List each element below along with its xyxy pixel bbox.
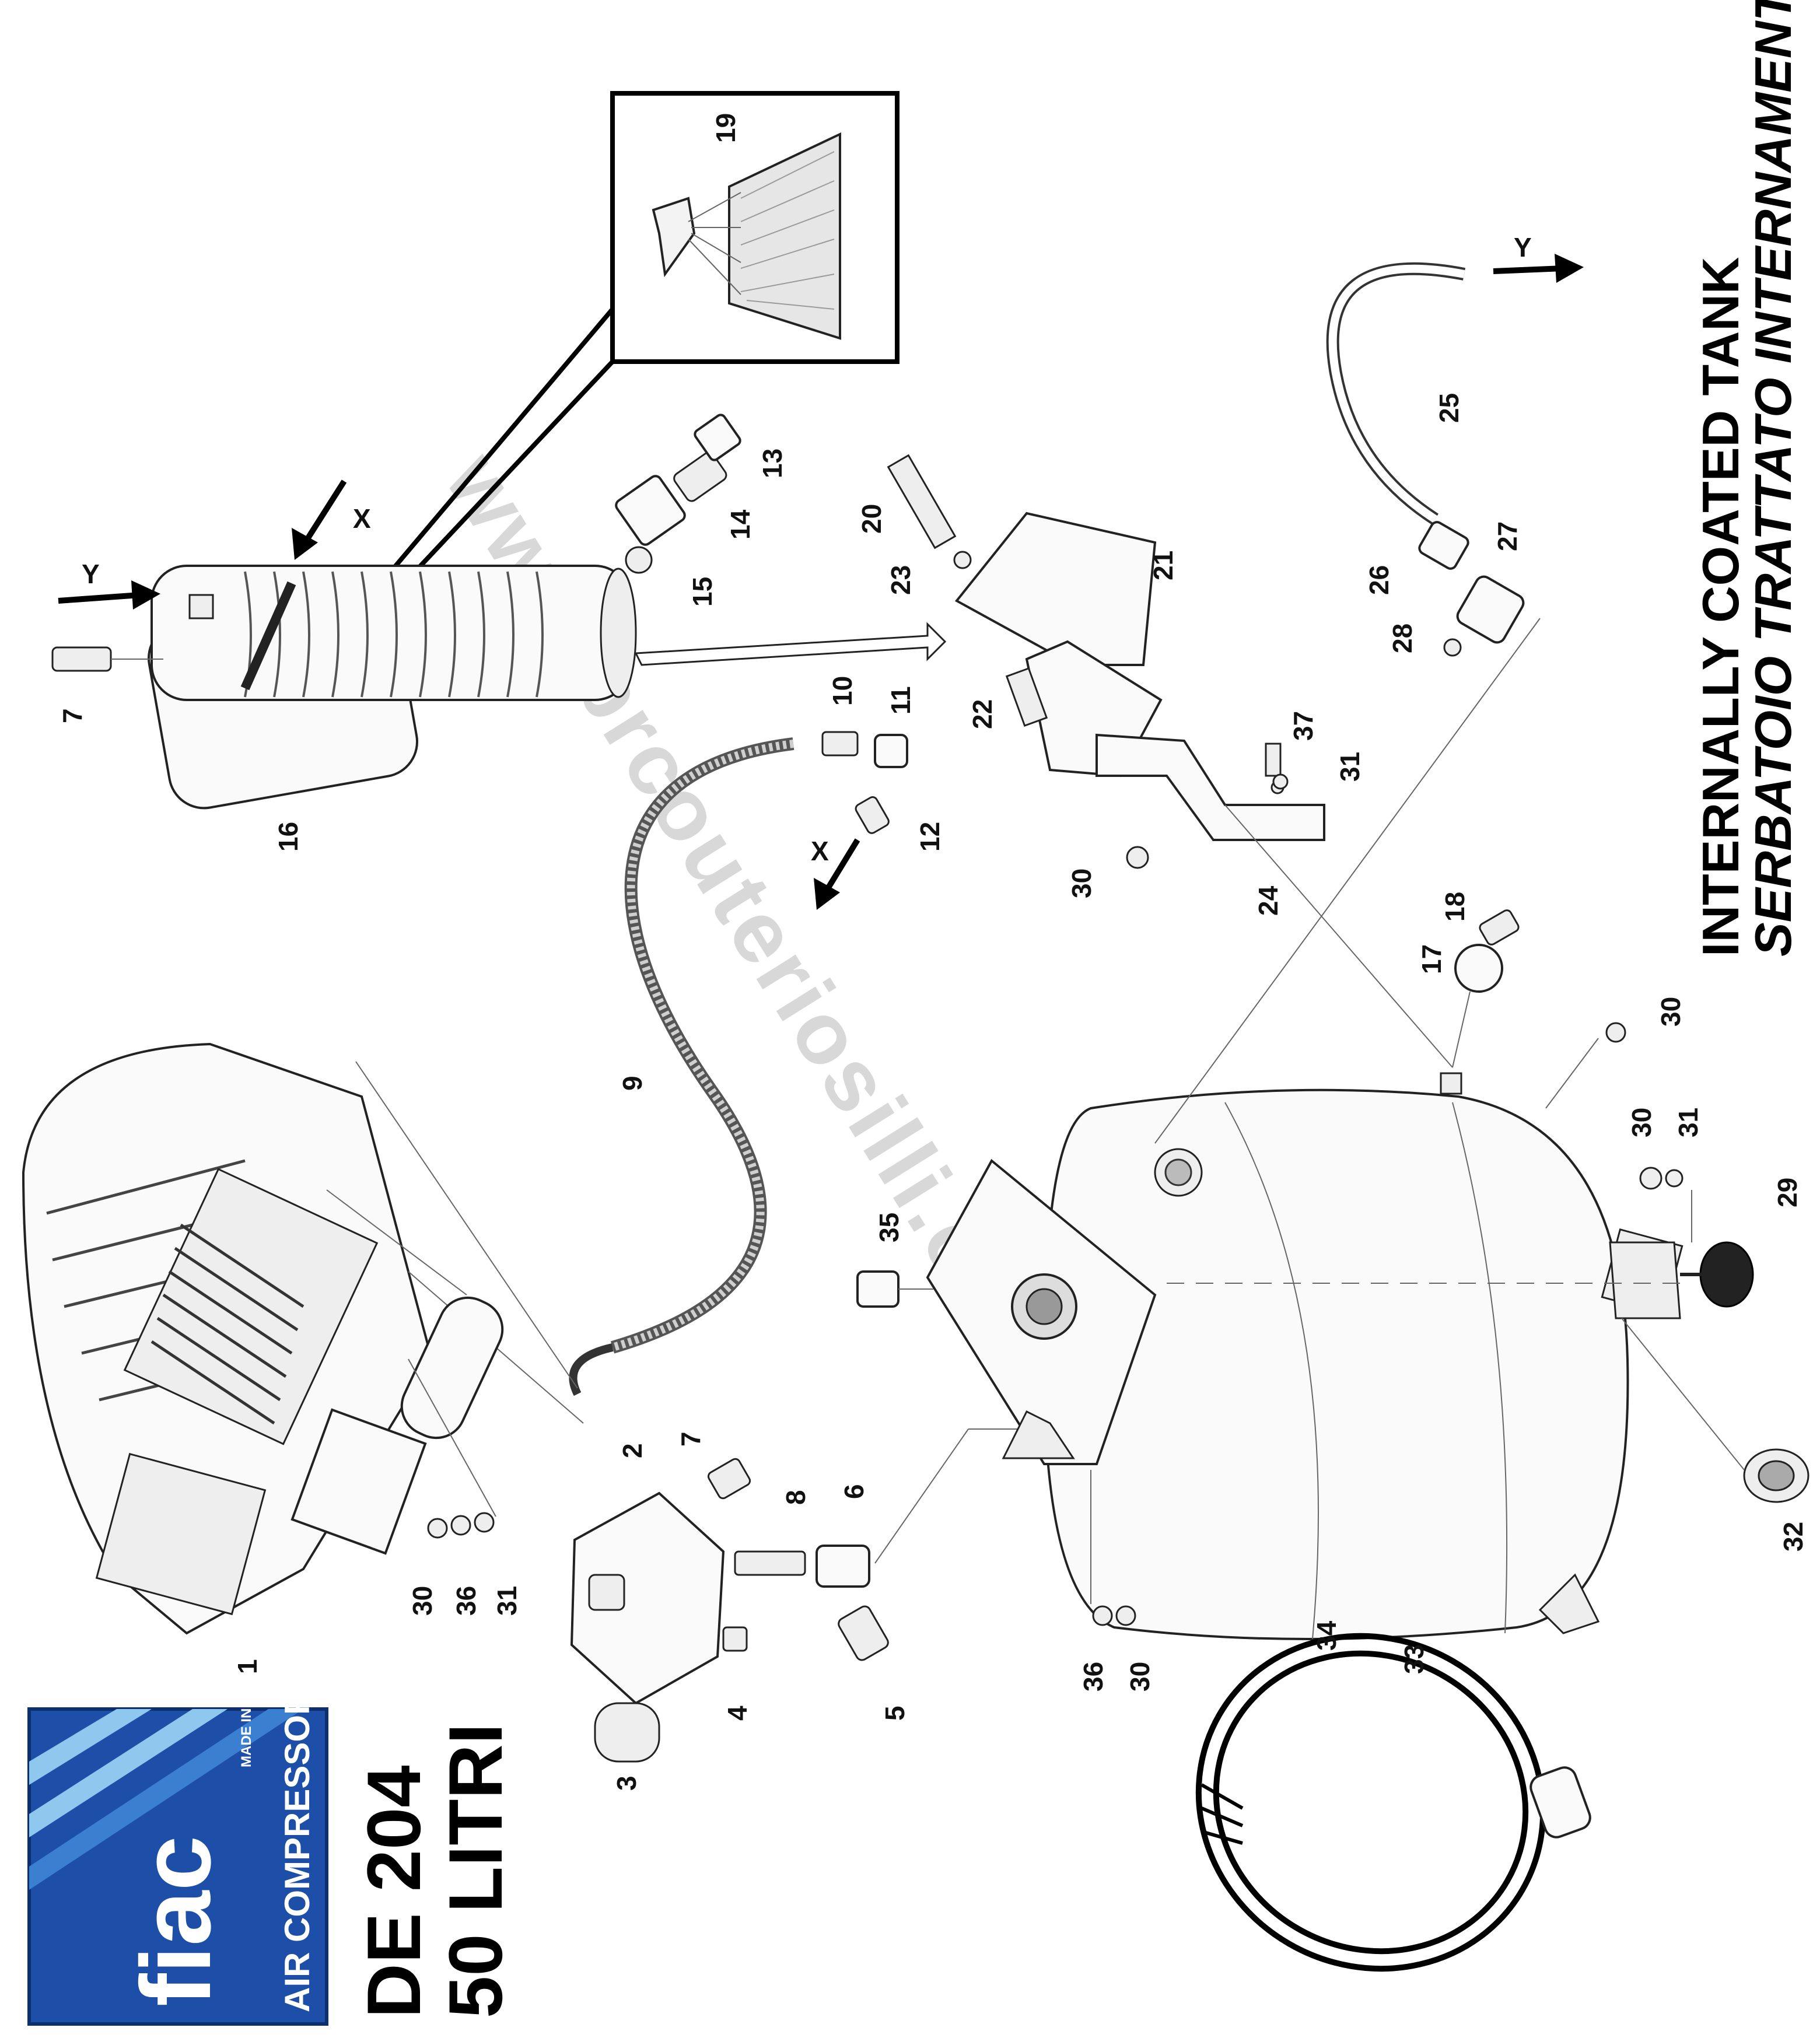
callout-14: 14	[725, 509, 755, 540]
callout-6: 6	[839, 1484, 869, 1499]
callout-12: 12	[915, 822, 945, 852]
brand-name: fiac	[121, 1836, 232, 2007]
parts-25-to-28-pipe	[1326, 262, 1525, 657]
arrow-y-label: Y	[82, 559, 100, 589]
callout-numbers: 1 2 3 4 5 6 7 7 8 9 10 11 12 13 14 15 16…	[57, 113, 1808, 1791]
callout-7b: 7	[57, 708, 88, 723]
arrow-y-right: Y	[1493, 232, 1584, 283]
callout-30d: 30	[1656, 997, 1686, 1027]
callout-31b: 31	[1335, 752, 1365, 782]
callout-15: 15	[687, 577, 718, 607]
callout-22: 22	[967, 699, 998, 729]
tank-capacity: 50 LITRI	[433, 1723, 518, 2018]
callout-34: 34	[1311, 1620, 1342, 1651]
callout-5: 5	[880, 1706, 910, 1721]
callout-27: 27	[1492, 521, 1522, 551]
nuts-and-washers	[427, 773, 1684, 1626]
callout-36b: 36	[1078, 1662, 1108, 1692]
arrow-x-label-2: X	[811, 836, 829, 866]
callout-10: 10	[827, 676, 858, 706]
tank-note-line1: INTERNALLY COATED TANK	[1692, 257, 1749, 957]
callout-3: 3	[611, 1776, 642, 1791]
callout-30c: 30	[1066, 869, 1097, 898]
callout-4: 4	[722, 1706, 752, 1721]
part-9-flex-hose	[569, 737, 794, 1396]
callout-8: 8	[780, 1490, 811, 1505]
callout-36a: 36	[451, 1586, 481, 1616]
part-7-fitting	[51, 646, 163, 672]
callout-13: 13	[757, 449, 788, 478]
flow-arrow-icon	[634, 622, 947, 666]
callout-21: 21	[1148, 551, 1178, 580]
arrow-x-label: X	[353, 503, 371, 534]
model-name: DE 204	[351, 1765, 436, 2018]
fiac-logo: fiac AIR COMPRESSORS MADE IN ITALY	[27, 1666, 328, 2026]
part-1-motor	[22, 1042, 584, 1635]
callout-20: 20	[856, 504, 887, 534]
part-2-pressure-switch	[570, 1458, 806, 1763]
arrow-y-label-2: Y	[1514, 232, 1532, 262]
callout-9: 9	[617, 1076, 648, 1091]
callout-31a: 31	[492, 1586, 522, 1616]
parts-10-11-12	[821, 731, 908, 834]
pump-cylinder-assembly	[147, 565, 637, 810]
arrow-x-top: X	[292, 479, 371, 560]
callout-11: 11	[886, 686, 916, 715]
parts-20-21-22-23-24-bracket	[887, 454, 1325, 841]
tank-note-line2: SERBATOIO TRATTATO INTERNAMENTE	[1744, 0, 1802, 957]
arrow-y-left: Y	[58, 559, 160, 610]
part-33-power-cord	[1195, 1633, 1591, 1972]
callout-30b: 30	[1125, 1662, 1155, 1692]
parts-13-14-15	[615, 414, 741, 574]
callout-16: 16	[273, 822, 303, 852]
capacitor	[400, 1296, 504, 1440]
callout-7: 7	[676, 1431, 706, 1447]
callout-30a: 30	[407, 1586, 438, 1616]
callout-31c: 31	[1673, 1108, 1703, 1137]
callout-33: 33	[1399, 1644, 1429, 1674]
callout-19: 19	[710, 113, 741, 143]
callout-29: 29	[1772, 1178, 1803, 1207]
callout-1: 1	[232, 1659, 262, 1674]
parts-29-32-feet	[1609, 1241, 1810, 1503]
callout-2: 2	[617, 1443, 648, 1458]
callout-23: 23	[886, 565, 916, 595]
callout-37: 37	[1288, 711, 1318, 741]
parts-17-18	[1440, 909, 1520, 1095]
callout-26: 26	[1364, 565, 1394, 595]
part-35-anti-vibration	[856, 1270, 933, 1308]
brand-tagline: AIR COMPRESSORS	[278, 1666, 317, 2012]
filter-detail-inset	[317, 91, 900, 660]
callout-35: 35	[874, 1213, 904, 1242]
callout-25: 25	[1434, 393, 1464, 423]
motor-base-plate	[926, 1158, 1157, 1465]
callout-32: 32	[1778, 1522, 1808, 1552]
parts-5-6-valve	[816, 1428, 1038, 1661]
leader-lines	[355, 618, 1692, 1604]
arrow-x-mid: X	[811, 836, 860, 910]
callout-17: 17	[1416, 944, 1447, 974]
callout-28: 28	[1387, 624, 1418, 653]
callout-24: 24	[1253, 885, 1283, 916]
callout-18: 18	[1440, 892, 1470, 922]
part-34-tank	[1042, 1088, 1684, 1640]
callout-30e: 30	[1626, 1108, 1657, 1137]
made-in-italy: MADE IN ITALY	[239, 1666, 254, 1767]
